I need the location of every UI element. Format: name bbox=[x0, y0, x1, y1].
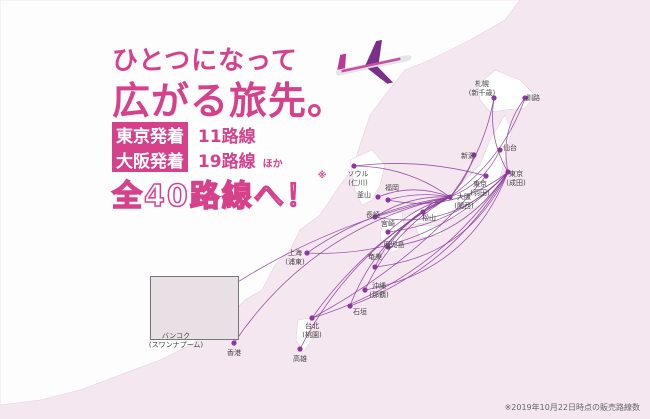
city-marker-ishigaki bbox=[347, 303, 353, 309]
route-line-kansai-okinawa bbox=[364, 196, 451, 291]
city-marker-kansai bbox=[447, 194, 453, 200]
city-label-haneda: 東京(羽田) bbox=[470, 180, 490, 197]
honshu bbox=[399, 114, 513, 226]
route-line-kansai-kaohsiung bbox=[299, 196, 451, 350]
mainland-asia bbox=[0, 0, 521, 406]
city-marker-kushiro bbox=[522, 95, 528, 101]
city-marker-amami bbox=[372, 264, 378, 270]
city-marker-seoul bbox=[351, 163, 357, 169]
city-label-miyazaki: 宮崎 bbox=[381, 220, 395, 228]
route-line-narita-kagoshima bbox=[387, 171, 509, 248]
route-line-kansai-niigata bbox=[449, 154, 475, 198]
city-label-kansai: 大阪(関西) bbox=[454, 193, 474, 210]
city-label-bangkok: バンコク(スワンナプーム) bbox=[148, 332, 204, 349]
city-marker-taipei bbox=[309, 315, 315, 321]
tokyo-label: 東京発着 bbox=[112, 122, 188, 147]
route-line-kansai-hongkong bbox=[233, 196, 451, 344]
city-label-shanghai: 上海(浦東) bbox=[285, 249, 305, 266]
route-line-narita-sapporo bbox=[492, 97, 509, 173]
city-label-narita: 東京(成田) bbox=[506, 170, 526, 187]
route-line-narita-taipei bbox=[311, 171, 509, 319]
city-label-sendai: 仙台 bbox=[503, 144, 517, 152]
city-marker-shanghai bbox=[304, 250, 310, 256]
city-label-okinawa: 沖縄(那覇) bbox=[369, 282, 389, 299]
route-line-haneda-taipei bbox=[311, 175, 487, 319]
city-label-kaohsiung: 高雄 bbox=[293, 355, 307, 363]
bangkok-inset-frame bbox=[150, 276, 239, 340]
total-routes: 全40路線へ！※ bbox=[111, 171, 329, 215]
city-label-kagoshima: 鹿児島 bbox=[383, 241, 405, 249]
city-label-fukuoka: 福岡 bbox=[385, 184, 399, 192]
route-line-narita-okinawa bbox=[364, 171, 509, 291]
city-marker-matsuyama bbox=[420, 209, 426, 215]
tokyo-count: 11路線 bbox=[193, 122, 260, 147]
city-label-matsuyama: 松山 bbox=[422, 214, 436, 222]
city-label-niigata: 新潟 bbox=[461, 152, 475, 160]
route-line-kansai-sapporo bbox=[449, 97, 495, 198]
route-line-narita-fukuoka bbox=[387, 171, 509, 204]
city-label-seoul: ソウル(仁川) bbox=[347, 170, 369, 187]
total-routes-text: 全40路線へ！ bbox=[111, 178, 318, 215]
city-label-hongkong: 香港 bbox=[227, 349, 241, 357]
city-marker-kagoshima bbox=[385, 244, 391, 250]
city-marker-busan bbox=[375, 194, 381, 200]
osaka-suffix: ほか bbox=[262, 159, 283, 170]
osaka-label: 大阪発着 bbox=[112, 147, 188, 172]
headline-line1: ひとつになって bbox=[112, 46, 298, 76]
airplane-icon bbox=[335, 39, 412, 84]
city-marker-miyazaki bbox=[385, 229, 391, 235]
route-line-kansai-seoul bbox=[353, 165, 451, 198]
city-label-kushiro: 釧路 bbox=[526, 94, 540, 102]
route-line-narita-kushiro bbox=[505, 97, 526, 173]
headline-line2: 広がる旅先。 bbox=[112, 79, 347, 123]
route-line-kansai-miyazaki bbox=[387, 196, 451, 233]
city-marker-okinawa bbox=[362, 287, 368, 293]
tokyo-route-count: 東京発着 11路線 bbox=[112, 122, 260, 147]
city-label-busan: 釜山 bbox=[357, 191, 371, 199]
hokkaido bbox=[477, 69, 536, 113]
city-label-nagasaki: 長崎 bbox=[366, 211, 380, 219]
city-label-amami: 奄美 bbox=[368, 253, 382, 261]
osaka-route-count: 大阪発着 19路線ほか bbox=[112, 147, 283, 172]
city-marker-sendai bbox=[497, 147, 503, 153]
city-label-sapporo: 札幌(新千歳) bbox=[468, 80, 496, 97]
route-line-kansai-busan bbox=[377, 189, 451, 198]
city-marker-sapporo bbox=[491, 95, 497, 101]
city-marker-haneda bbox=[483, 173, 489, 179]
footnote: ※2019年10月22日時点の販売路線数 bbox=[504, 403, 640, 412]
route-line-kansai-kushiro bbox=[449, 97, 526, 198]
city-marker-narita bbox=[505, 169, 511, 175]
city-label-ishigaki: 石垣 bbox=[353, 308, 367, 316]
city-marker-hongkong bbox=[231, 340, 237, 346]
city-marker-fukuoka bbox=[385, 197, 391, 203]
city-marker-nagasaki bbox=[372, 214, 378, 220]
route-line-haneda-seoul bbox=[353, 163, 487, 177]
city-marker-niigata bbox=[471, 152, 477, 158]
route-line-kansai-nagasaki bbox=[374, 196, 451, 218]
route-line-narita-shanghai bbox=[306, 171, 509, 254]
route-line-kansai-fukuoka bbox=[387, 194, 451, 201]
taiwan bbox=[295, 317, 313, 353]
osaka-count: 19路線 bbox=[193, 147, 260, 172]
route-line-kansai-sendai bbox=[449, 149, 501, 198]
city-marker-kaohsiung bbox=[297, 346, 303, 352]
route-line-narita-ishigaki bbox=[349, 171, 509, 307]
total-routes-mark: ※ bbox=[317, 171, 329, 181]
city-label-taipei: 台北(桃園) bbox=[302, 322, 322, 339]
